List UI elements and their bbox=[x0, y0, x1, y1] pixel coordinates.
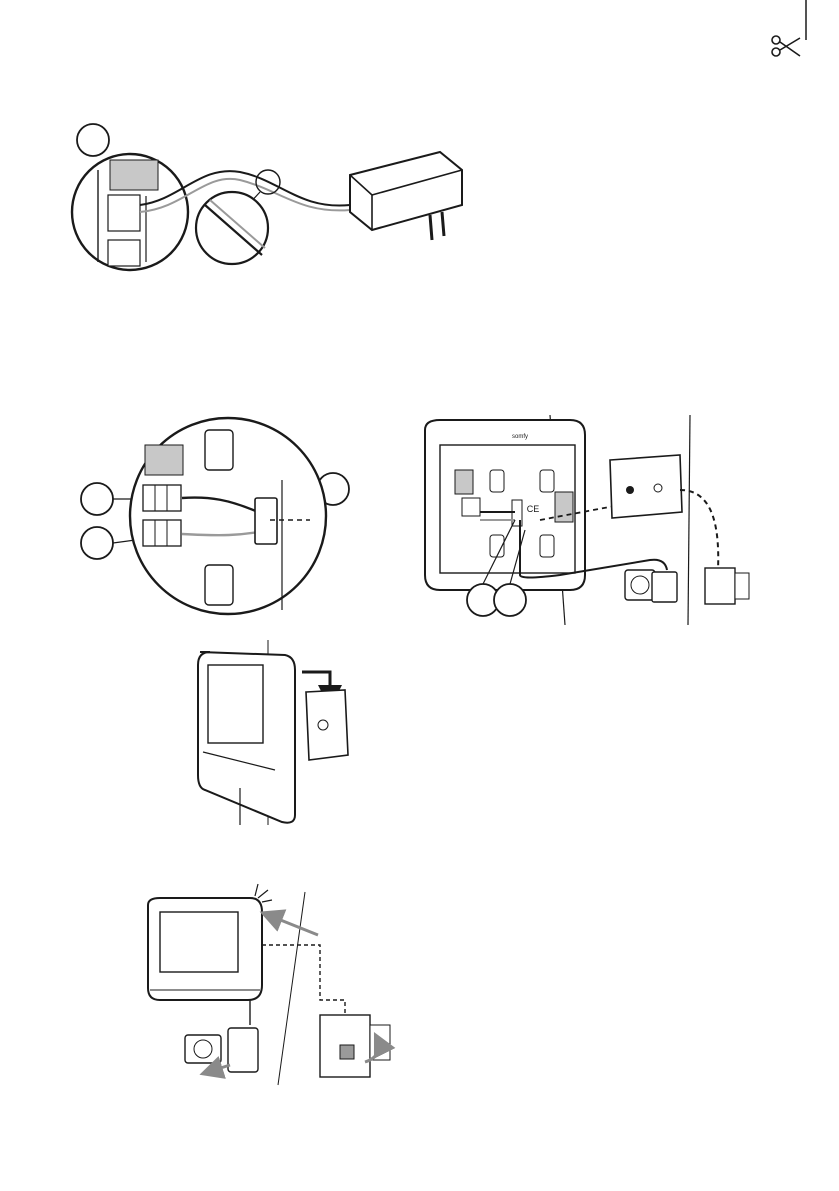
cable-clip-icon bbox=[255, 498, 277, 544]
bracket-brand-text: somfy bbox=[512, 434, 528, 440]
arrow-icon bbox=[208, 1065, 230, 1072]
figure-power-on bbox=[148, 884, 390, 1085]
wall-edge bbox=[688, 415, 690, 625]
callout-circle bbox=[77, 124, 109, 156]
ce-mark-icon: CE bbox=[527, 504, 540, 514]
wall-bracket-icon: somfy CE bbox=[425, 420, 585, 590]
power-adapter-icon bbox=[652, 572, 677, 602]
callout-circle bbox=[81, 483, 113, 515]
wall-bracket-icon bbox=[306, 690, 348, 760]
power-adapter-icon bbox=[228, 1028, 258, 1072]
figure-adapter-wiring bbox=[72, 124, 462, 270]
figure-terminal-detail bbox=[81, 418, 349, 614]
monitor-icon bbox=[148, 898, 262, 1000]
plug-icon bbox=[430, 212, 444, 240]
figure-wall-bracket-wiring: somfy CE bbox=[425, 415, 749, 625]
callout-circle bbox=[494, 584, 526, 616]
monitor-icon bbox=[198, 652, 295, 825]
outlet-icon bbox=[185, 1035, 221, 1063]
power-adapter-icon bbox=[350, 152, 462, 240]
figure-monitor-mounting bbox=[198, 640, 348, 825]
outlet-icon bbox=[625, 570, 655, 600]
callout-circle bbox=[81, 527, 113, 559]
wall-bracket-icon bbox=[610, 455, 682, 518]
din-breaker-icon bbox=[705, 568, 749, 604]
scissors-icon bbox=[772, 0, 806, 56]
arrow-icon bbox=[268, 915, 318, 935]
